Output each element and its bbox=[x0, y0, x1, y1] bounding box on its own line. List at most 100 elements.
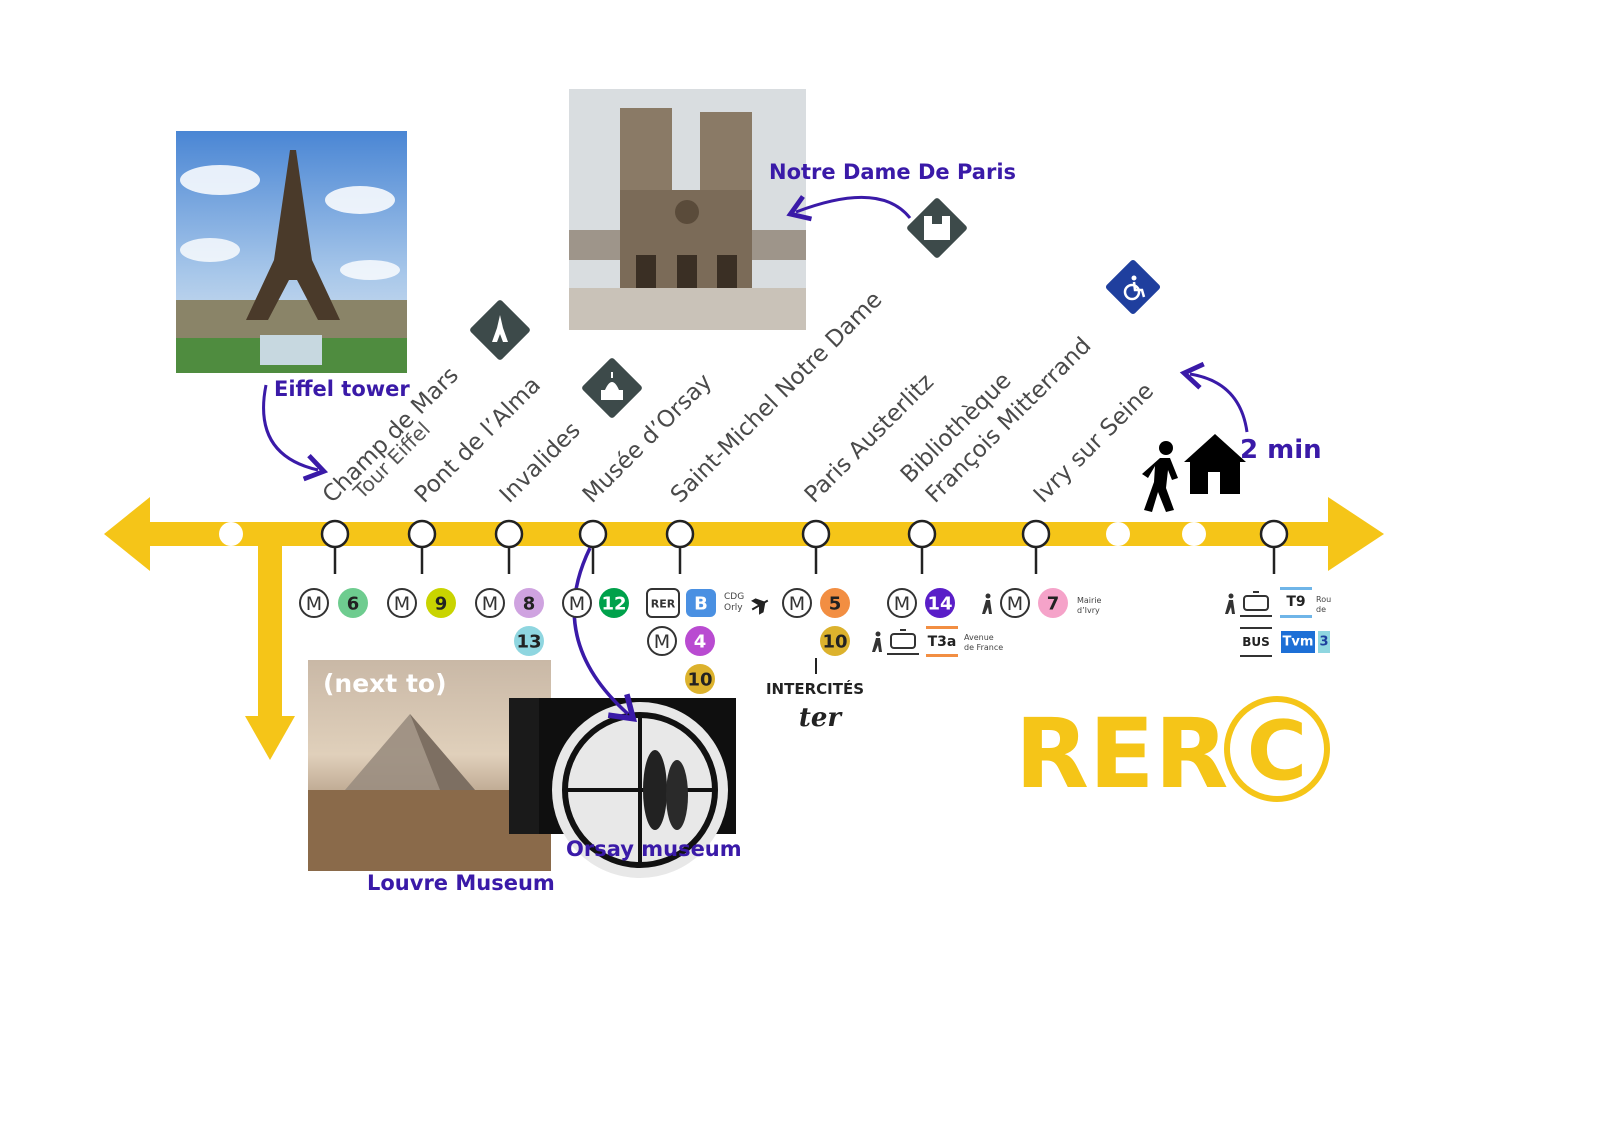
airport-cdg: CDG bbox=[724, 592, 744, 602]
tram-stop-name: Avenue bbox=[964, 633, 994, 642]
station-marker-champ-de-mars[interactable] bbox=[320, 519, 350, 549]
tram-icon bbox=[887, 629, 919, 655]
poi-label-eiffel: Eiffel tower bbox=[274, 377, 410, 401]
metro-line-number: 4 bbox=[694, 632, 707, 653]
metro-logo: M bbox=[569, 593, 585, 615]
station-marker-invalides[interactable] bbox=[494, 519, 524, 549]
metro-line-badge[interactable] bbox=[925, 588, 955, 618]
poi-label-orsay: Orsay museum bbox=[566, 837, 742, 861]
metro-logo: M bbox=[482, 593, 498, 615]
minor-stop bbox=[219, 522, 243, 546]
line-letter-circle bbox=[1224, 696, 1330, 802]
connection-bibliotheque: M 14 T3a Avenue de France bbox=[872, 588, 1003, 657]
station-name-paris-austerlitz[interactable]: Paris Austerlitz bbox=[800, 369, 939, 508]
metro-line-number: 10 bbox=[687, 670, 712, 691]
metro-logo: M bbox=[894, 593, 910, 615]
metro-logo: M bbox=[654, 631, 670, 653]
tvm-label: Tvm bbox=[1283, 635, 1314, 650]
metro-line-badge[interactable] bbox=[426, 588, 456, 618]
metro-logo: M bbox=[1007, 593, 1023, 615]
metro-line-badge[interactable] bbox=[820, 588, 850, 618]
station-marker-saint-michel[interactable] bbox=[665, 519, 695, 549]
metro-logo: M bbox=[789, 593, 805, 615]
pedestrian-icon bbox=[872, 631, 882, 652]
metro-line-badge[interactable] bbox=[514, 588, 544, 618]
minor-stop bbox=[1182, 522, 1206, 546]
tram-stop-name: de bbox=[1316, 605, 1326, 614]
connection-musee-d-orsay: M 12 bbox=[562, 588, 629, 618]
notre-dame-photo bbox=[569, 89, 806, 330]
bus-logo: BUS bbox=[1242, 635, 1270, 649]
line-arrow-left bbox=[104, 497, 150, 571]
notre-dame-arrow bbox=[786, 195, 912, 222]
metro-line-number: 10 bbox=[822, 632, 847, 653]
metro-line-badge[interactable] bbox=[1038, 588, 1068, 618]
eiffel-arrow bbox=[262, 384, 329, 482]
poi-label-louvre: Louvre Museum bbox=[367, 871, 555, 895]
metro-line-badge[interactable] bbox=[338, 588, 368, 618]
metro-line-badge[interactable] bbox=[599, 588, 629, 618]
metro-logo: M bbox=[394, 593, 410, 615]
invalides-monument-icon bbox=[582, 358, 642, 418]
line-bar bbox=[140, 522, 1335, 546]
walk-arrow bbox=[1179, 361, 1249, 433]
tvm-badge[interactable] bbox=[1281, 631, 1315, 653]
connection-ivry-sur-seine: M 7 Mairie d’Ivry bbox=[982, 588, 1102, 618]
station-marker-terminal[interactable] bbox=[1259, 519, 1289, 549]
metro-line-number: 6 bbox=[347, 594, 360, 615]
poi-label-notre-dame: Notre Dame De Paris bbox=[769, 160, 1016, 184]
metro-line-number: 9 bbox=[435, 594, 448, 615]
station-markers bbox=[320, 519, 1289, 574]
station-marker-pont-de-l-alma[interactable] bbox=[407, 519, 437, 549]
metro-line-number: 7 bbox=[1047, 594, 1060, 615]
connection-invalides: M 8 13 bbox=[475, 588, 544, 656]
metro-line-number: 5 bbox=[829, 594, 842, 615]
orsay-arrow bbox=[572, 547, 637, 723]
rer-c-logo: RER C bbox=[1015, 696, 1330, 810]
station-marker-paris-austerlitz[interactable] bbox=[801, 519, 831, 549]
station-marker-musee-d-orsay[interactable] bbox=[578, 519, 608, 549]
station-marker-ivry-sur-seine[interactable] bbox=[1021, 519, 1051, 549]
rer-brand-text: RER bbox=[1015, 698, 1228, 810]
metro-line-badge[interactable] bbox=[514, 626, 544, 656]
station-name-invalides[interactable]: Invalides bbox=[495, 417, 586, 508]
metro-line-badge[interactable] bbox=[685, 626, 715, 656]
connection-champ-de-mars: M 6 bbox=[299, 588, 368, 618]
tram-stop-name: Rou bbox=[1316, 595, 1331, 604]
house-icon bbox=[1184, 434, 1246, 494]
metro-line-badge[interactable] bbox=[685, 664, 715, 694]
accessibility-icon bbox=[1105, 259, 1161, 315]
tram-icon bbox=[1240, 591, 1272, 617]
metro-line-number: 14 bbox=[927, 594, 952, 615]
metro-stop-name: d’Ivry bbox=[1077, 606, 1100, 615]
connection-terminal: T9 Rou de BUS Tvm 3 bbox=[1225, 587, 1331, 657]
connection-saint-michel: RER B CDG Orly M 4 10 bbox=[646, 588, 769, 694]
tram-stop-name: de France bbox=[964, 643, 1003, 652]
branch-bar bbox=[258, 545, 282, 720]
metro-stop-name: Mairie bbox=[1077, 596, 1102, 605]
notre-dame-icon bbox=[907, 198, 967, 258]
airport-orly: Orly bbox=[724, 603, 743, 613]
bus-line-number: 3 bbox=[1319, 635, 1328, 650]
minor-stops bbox=[219, 522, 1206, 546]
pedestrian-icon bbox=[1225, 593, 1235, 614]
rer-line-badge[interactable] bbox=[686, 589, 716, 617]
metro-line-number: 13 bbox=[516, 632, 541, 653]
station-marker-bibliotheque[interactable] bbox=[907, 519, 937, 549]
metro-logo: M bbox=[306, 593, 322, 615]
metro-line-number: 12 bbox=[601, 594, 626, 615]
airplane-icon bbox=[751, 598, 769, 615]
rer-line-letter: B bbox=[694, 594, 708, 615]
metro-line-badge[interactable] bbox=[820, 626, 850, 656]
eiffel-tower-icon bbox=[470, 300, 530, 360]
rer-logo: RER bbox=[651, 598, 676, 611]
ter-logo: ter bbox=[799, 703, 844, 733]
line-arrow-right bbox=[1328, 497, 1384, 571]
metro-line-number: 8 bbox=[523, 594, 536, 615]
tram-line-badge[interactable]: T3a bbox=[928, 634, 957, 650]
connection-pont-de-l-alma: M 9 bbox=[387, 588, 456, 618]
tram-line-badge[interactable]: T9 bbox=[1286, 594, 1305, 610]
intercites-logo: INTERCITÉS bbox=[766, 679, 864, 698]
branch-arrow-down bbox=[245, 716, 295, 760]
